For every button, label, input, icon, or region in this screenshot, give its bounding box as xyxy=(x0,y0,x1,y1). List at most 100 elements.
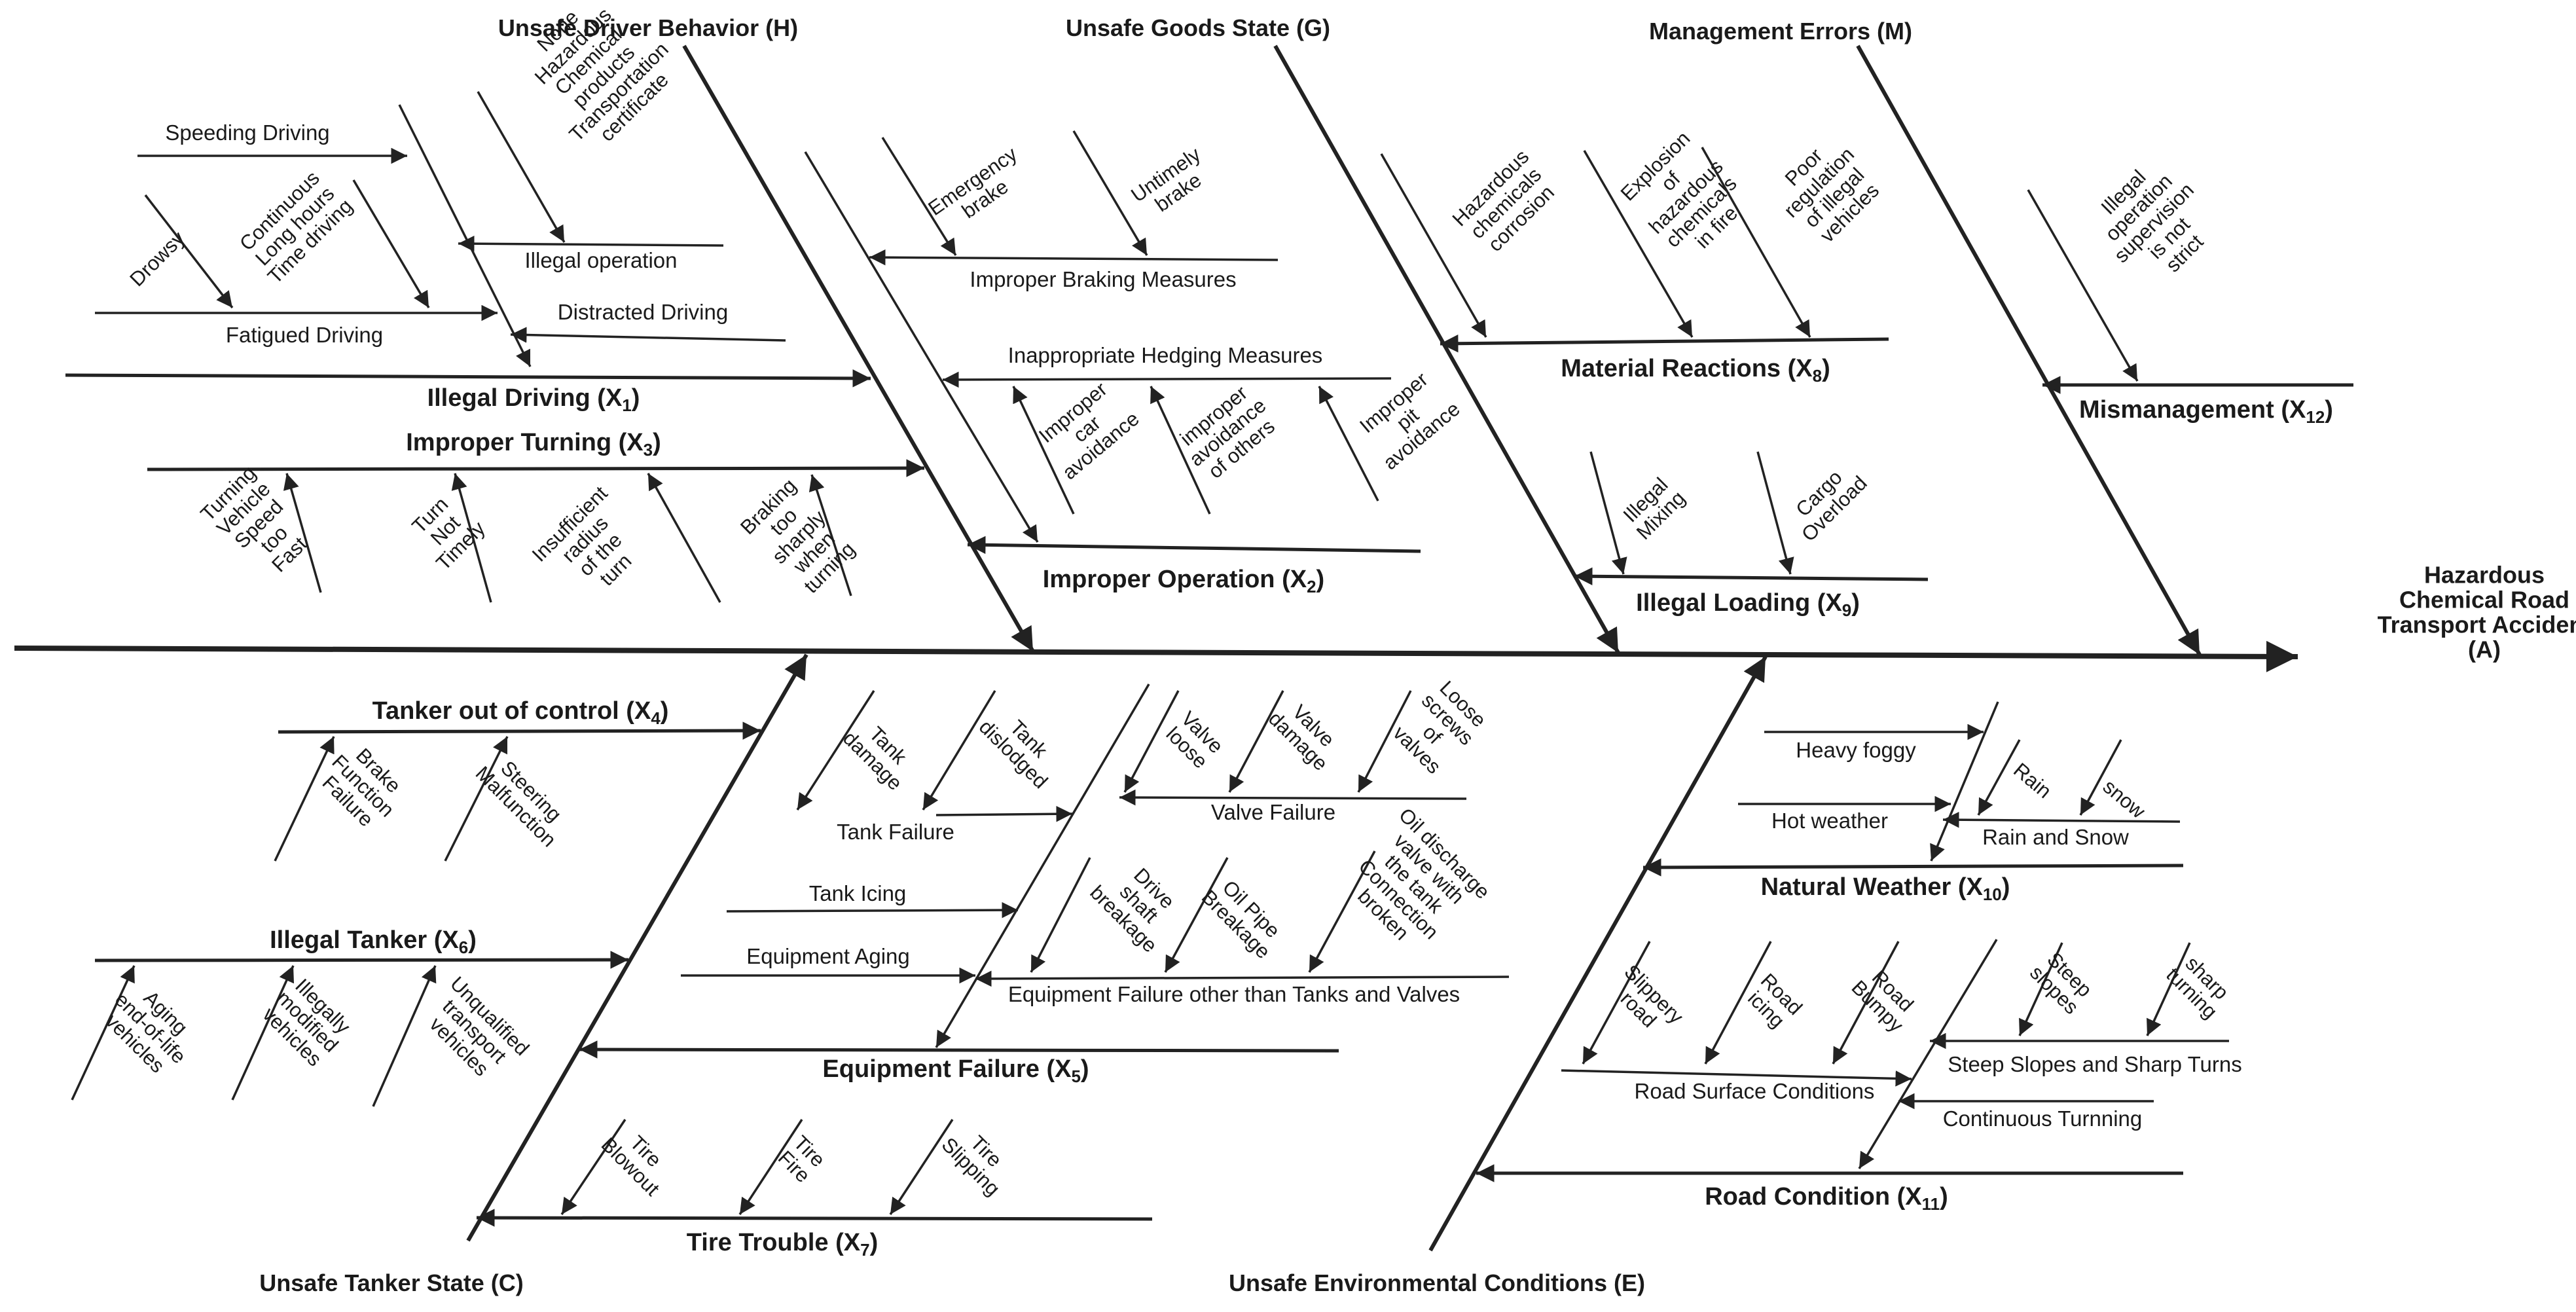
cause-sharp-turning-line xyxy=(2146,942,2191,1036)
cause-illegal-mixing: IllegalMixing xyxy=(1617,471,1690,544)
cause-distracted-line xyxy=(510,327,786,343)
cause-poor-regulation: Poorregulationof illegalvehicles xyxy=(1779,143,1883,247)
factor-x4: Tanker out of control (X4) xyxy=(372,697,669,728)
cause-modified-vehicles-text: Illegallymodifiedvehicles xyxy=(257,971,358,1072)
bone-x8 xyxy=(1440,334,1889,353)
cause-aging-vehicles-text: Agingend-of-lifevehicles xyxy=(95,973,206,1084)
cause-road-surface-line xyxy=(1561,1069,1912,1087)
cause-radius-line xyxy=(647,473,721,603)
bone-environment xyxy=(1428,655,1768,1252)
cause-untimely-brake: Untimelybrake xyxy=(1127,143,1217,225)
cause-speeding: Speeding Driving xyxy=(165,120,329,145)
sub-bone-road xyxy=(1858,939,1998,1169)
label-line: snow xyxy=(2099,775,2150,824)
cause-tire-blowout-line xyxy=(560,1119,626,1215)
cause-rain-line xyxy=(1977,739,2021,816)
cause-continuous-line xyxy=(352,179,430,308)
bone-tanker xyxy=(466,653,808,1242)
cause-drive-shaft-text: Driveshaftbreakage xyxy=(1085,850,1192,957)
cause-car-avoidance-line xyxy=(1012,386,1075,515)
cause-tire-slipping: TireSlipping xyxy=(937,1118,1020,1201)
cause-others-avoidance: improperavoidanceof others xyxy=(1171,377,1284,487)
cause-pit-avoidance-line xyxy=(1318,386,1379,501)
cause-slippery-road-line xyxy=(1582,941,1651,1065)
cause-snow-text: snow xyxy=(2099,775,2150,824)
cause-rain: Rain xyxy=(2009,758,2056,803)
cause-turn-speed-line xyxy=(283,473,322,593)
sub-bone-equipment xyxy=(935,683,1150,1048)
cause-illegal-mixing-line xyxy=(1589,451,1627,575)
category-driver: Unsafe Driver Behavior (H) xyxy=(498,14,798,41)
cause-oil-pipe: Oil PipeBreakage xyxy=(1197,870,1290,963)
cause-illegal-mixing-text: IllegalMixing xyxy=(1617,471,1690,544)
cause-loose-screws-text: Loosescrewsofvalves xyxy=(1387,674,1493,780)
cause-rain-text: Rain xyxy=(2009,758,2056,803)
cause-braking-measures-line xyxy=(869,249,1279,266)
cause-oil-pipe-text: Oil PipeBreakage xyxy=(1197,870,1290,963)
cause-illegal-operation-line xyxy=(458,235,724,252)
cause-pit-avoidance: Improperpitavoidance xyxy=(1355,368,1464,475)
factor-x6: Illegal Tanker (X6) xyxy=(270,926,477,957)
factor-x9: Illegal Loading (X9) xyxy=(1636,589,1860,620)
factor-x5: Equipment Failure (X5) xyxy=(822,1055,1089,1086)
cause-radius: Insufficientradiusof theturn xyxy=(528,481,636,590)
cause-turn-timely-text: TurnNotTimely xyxy=(401,486,490,574)
cause-tank-failure-line xyxy=(935,805,1073,822)
cause-steep-slopes-line xyxy=(2018,942,2063,1036)
cause-untimely-brake-text: Untimelybrake xyxy=(1127,143,1217,225)
cause-steering-line xyxy=(444,736,509,862)
bone-x2 xyxy=(967,536,1421,555)
cause-turn-speed-text: TurningVehicleSpeedtooFast xyxy=(196,461,321,587)
cause-continuous-turning: Continuous Turnning xyxy=(1943,1106,2143,1131)
category-environment: Unsafe Environmental Conditions (E) xyxy=(1229,1269,1645,1296)
cause-tire-fire: TireFire xyxy=(774,1131,829,1187)
cause-tank-dislodged-line xyxy=(922,690,996,811)
cause-steep-slopes-text: Steepslopes xyxy=(2025,946,2098,1019)
cause-tank-damage-line xyxy=(796,690,875,811)
cause-corrosion-line xyxy=(1380,153,1487,338)
cause-braking-sharp-line xyxy=(808,474,852,596)
cause-rain-snow-line xyxy=(1942,811,2181,828)
cause-others-avoidance-line xyxy=(1150,386,1211,515)
cause-braking-sharp: Brakingtoosharplywhenturning xyxy=(736,474,862,600)
cause-emergency-brake: Emergencybrake xyxy=(924,142,1021,223)
bone-x3 xyxy=(147,459,925,477)
factor-x11: Road Condition (X11) xyxy=(1705,1183,1948,1214)
cause-hedging-measures-line xyxy=(942,371,1392,388)
cause-cargo-overload-line xyxy=(1756,451,1794,575)
cause-turn-timely: TurnNotTimely xyxy=(401,486,490,574)
cause-heavy-foggy: Heavy foggy xyxy=(1796,738,1916,762)
cause-sharp-turning-text: sharpturning xyxy=(2162,948,2237,1023)
cause-steering: SteeringMalfunction xyxy=(471,756,566,851)
cause-car-avoidance: Impropercaravoidance xyxy=(1034,378,1144,484)
category-goods: Unsafe Goods State (G) xyxy=(1066,14,1330,41)
factor-x12: Mismanagement (X12) xyxy=(2079,396,2333,427)
cause-supervision-text: Illegaloperationsupervisionis notstrict xyxy=(2079,148,2229,298)
bone-x10 xyxy=(1642,858,2184,877)
cause-supervision: Illegaloperationsupervisionis notstrict xyxy=(2079,148,2229,298)
sub-bone-operation xyxy=(804,151,1039,543)
bone-x9 xyxy=(1574,567,1929,586)
factor-x2: Improper Operation (X2) xyxy=(1043,566,1324,596)
cause-poor-regulation-line xyxy=(1701,147,1811,338)
cause-oil-discharge-line xyxy=(1308,850,1376,973)
cause-slippery-road-text: Slipperyroad xyxy=(1605,960,1688,1044)
cause-braking-sharp-text: Brakingtoosharplywhenturning xyxy=(736,474,862,600)
cause-tire-slipping-text: TireSlipping xyxy=(937,1118,1020,1200)
cause-valve-damage-line xyxy=(1228,690,1284,793)
cause-equipment-other: Equipment Failure other than Tanks and V… xyxy=(1008,982,1460,1006)
cause-equipment-other-line xyxy=(975,970,1510,987)
bone-x4 xyxy=(278,721,761,740)
cause-hedging-measures: Inappropriate Hedging Measures xyxy=(1008,343,1323,367)
cause-untimely-brake-line xyxy=(1072,130,1148,256)
cause-oil-pipe-line xyxy=(1164,857,1229,973)
factor-x7: Tire Trouble (X7) xyxy=(687,1229,878,1260)
cause-equipment-aging: Equipment Aging xyxy=(746,944,910,968)
bone-x5 xyxy=(579,1040,1339,1059)
cause-tank-icing: Tank Icing xyxy=(809,881,907,905)
cause-snow: snow xyxy=(2099,775,2150,824)
cause-drowsy-text: Drowsy xyxy=(125,227,189,291)
cause-slippery-road: Slipperyroad xyxy=(1605,960,1688,1044)
cause-road-bumpy-line xyxy=(1832,941,1900,1065)
cause-others-avoidance-text: improperavoidanceof others xyxy=(1171,377,1284,487)
